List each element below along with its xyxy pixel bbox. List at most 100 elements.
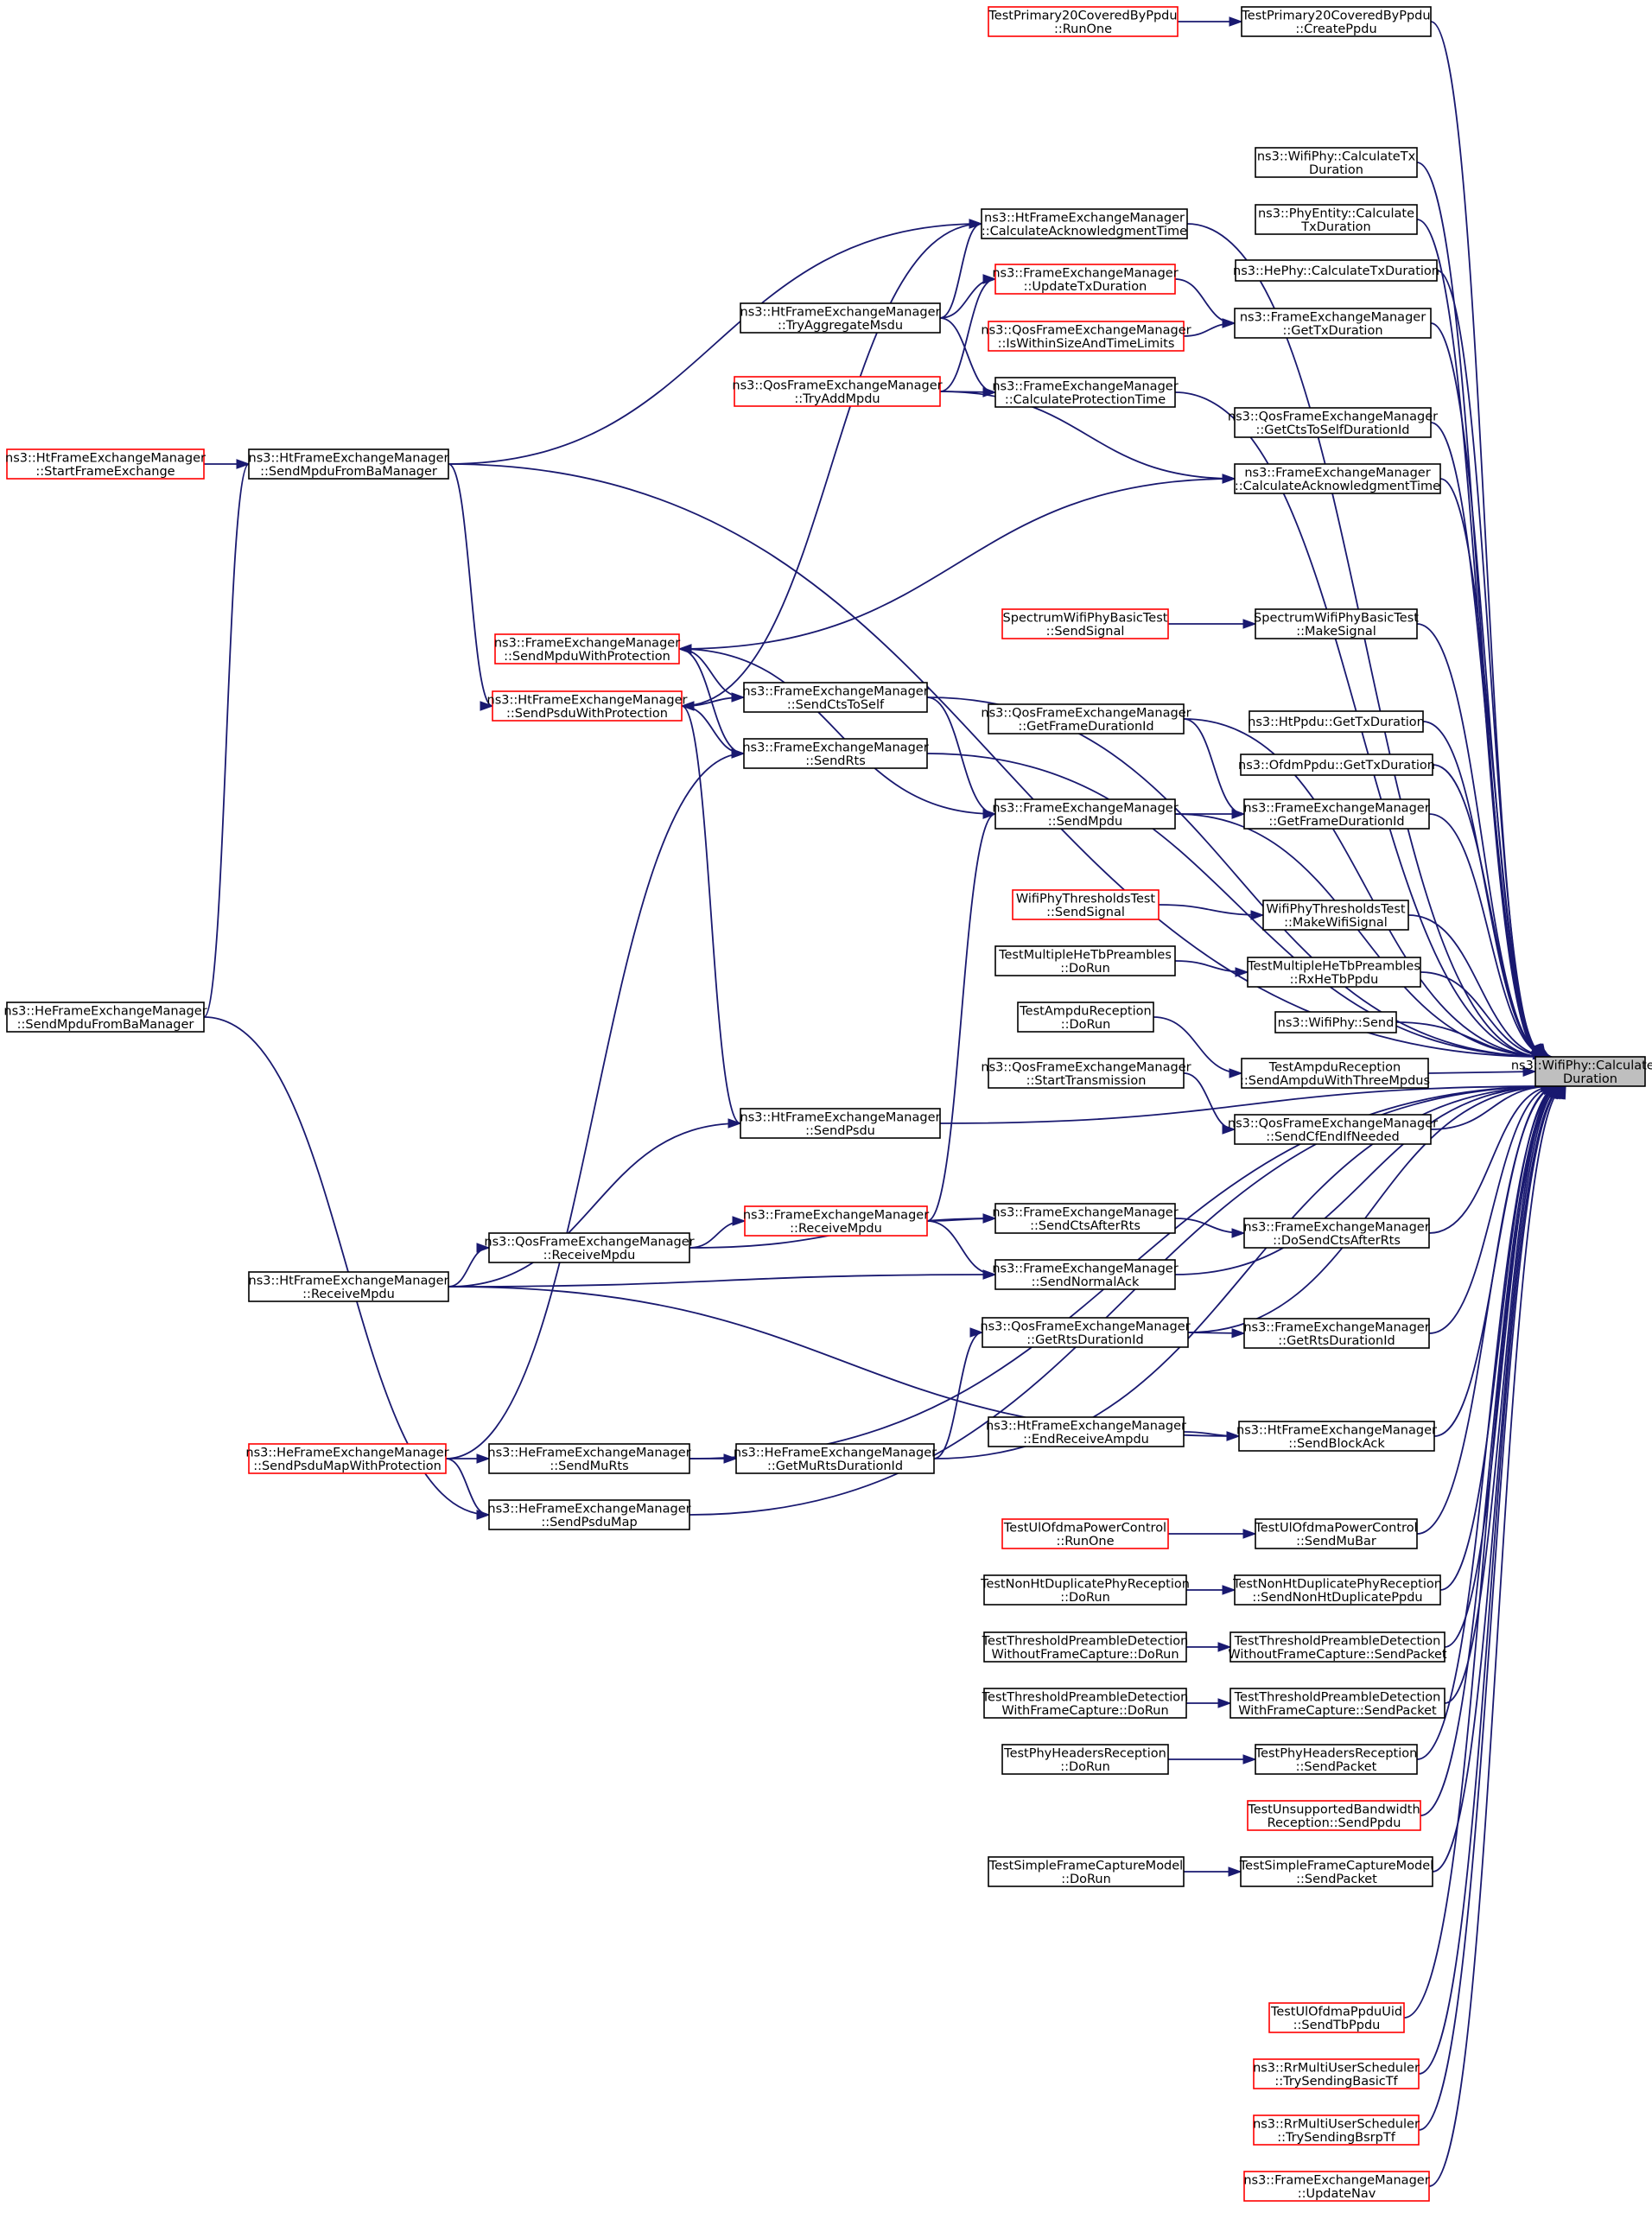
node-label: ns3::HeFrameExchangeManager (3, 1004, 206, 1018)
node-ht-recvmpdu[interactable]: ns3::HtFrameExchangeManager::ReceiveMpdu (248, 1271, 449, 1302)
node-box (1243, 1318, 1430, 1349)
node-rr-bsrp[interactable]: ns3::RrMultiUserScheduler::TrySendingBsr… (1253, 2114, 1420, 2146)
node-tp20-create[interactable]: TestPrimary20CoveredByPpdu::CreatePpdu (1241, 6, 1432, 37)
node-label: WifiPhyThresholdsTest (1266, 902, 1406, 916)
node-rr-basic[interactable]: ns3::RrMultiUserScheduler::TrySendingBas… (1253, 2058, 1420, 2089)
node-label: ::SendMuRts (550, 1459, 628, 1473)
node-fem-sendcts[interactable]: ns3::FrameExchangeManager::SendCtsToSelf (742, 682, 929, 713)
node-ulppdu-send[interactable]: TestUlOfdmaPpduUid::SendTbPpdu (1268, 2002, 1405, 2033)
node-tpdwo-send[interactable]: TestThresholdPreambleDetectionWithoutFra… (1228, 1631, 1447, 1663)
call-edge (926, 753, 1549, 1058)
node-fem-calcprot[interactable]: ns3::FrameExchangeManager::CalculateProt… (992, 377, 1179, 408)
call-edge (1428, 1085, 1556, 1334)
node-ht-startfe[interactable]: ns3::HtFrameExchangeManager::StartFrameE… (5, 448, 206, 480)
node-ampdu-send3[interactable]: TestAmpduReception::SendAmpduWithThreeMp… (1240, 1058, 1430, 1089)
node-root[interactable]: ns3::WifiPhy::CalculateTxDuration (1511, 1056, 1652, 1087)
node-ht-tryagg[interactable]: ns3::HtFrameExchangeManager::TryAggregat… (740, 302, 941, 334)
node-fem-recvmpdu[interactable]: ns3::FrameExchangeManager::ReceiveMpdu (743, 1205, 929, 1237)
node-ht-calcack[interactable]: ns3::HtFrameExchangeManager::CalculateAc… (981, 208, 1188, 239)
node-ofdm-gettx[interactable]: ns3::OfdmPpdu::GetTxDuration (1238, 754, 1435, 776)
node-ulofdma-runone[interactable]: TestUlOfdmaPowerControl::RunOne (1001, 1518, 1169, 1549)
node-qos-getframe[interactable]: ns3::QosFrameExchangeManager::GetFrameDu… (981, 703, 1191, 734)
arrowhead (969, 1327, 984, 1338)
node-htppdu-gettx[interactable]: ns3::HtPpdu::GetTxDuration (1248, 710, 1425, 733)
node-label: TestMultipleHeTbPreambles (1247, 959, 1420, 973)
node-qos-starttx[interactable]: ns3::QosFrameExchangeManager::StartTrans… (981, 1058, 1191, 1089)
node-label: ns3::RrMultiUserScheduler (1253, 2061, 1420, 2075)
node-box (1255, 147, 1418, 178)
arrowhead (1217, 1642, 1232, 1652)
node-qos-getrts[interactable]: ns3::QosFrameExchangeManager::GetRtsDura… (980, 1317, 1191, 1348)
node-he-getmurts[interactable]: ns3::HeFrameExchangeManager::GetMuRtsDur… (734, 1443, 937, 1474)
node-fem-gettx[interactable]: ns3::FrameExchangeManager::GetTxDuration (1234, 308, 1432, 339)
node-label: ::RunOne (1054, 22, 1112, 36)
node-label: ns3::FrameExchangeManager (1243, 2173, 1429, 2187)
node-fem-calcack[interactable]: ns3::FrameExchangeManager::CalculateAckn… (1234, 463, 1441, 494)
node-wifiphy-send[interactable]: ns3::WifiPhy::Send (1274, 1011, 1397, 1033)
node-sfcm-send[interactable]: TestSimpleFrameCaptureModel::SendPacket (1239, 1856, 1433, 1887)
node-he-sendpsdumapprot[interactable]: ns3::HeFrameExchangeManager::SendPsduMap… (245, 1443, 449, 1474)
node-fem-sendctsafter[interactable]: ns3::FrameExchangeManager::SendCtsAfterR… (992, 1203, 1179, 1234)
node-label: ::SendNonHtDuplicatePpdu (1252, 1591, 1422, 1605)
node-label: ::SendMpduFromBaManager (17, 1018, 194, 1032)
node-qos-iswithin[interactable]: ns3::QosFrameExchangeManager::IsWithinSi… (981, 321, 1191, 352)
node-unsup-send[interactable]: TestUnsupportedBandwidthReception::SendP… (1247, 1800, 1421, 1831)
node-wpt-sendsig[interactable]: WifiPhyThresholdsTest::SendSignal (1012, 889, 1160, 920)
node-ht-sendpsduprot[interactable]: ns3::HtFrameExchangeManager::SendPsduWit… (487, 690, 688, 722)
node-fem-sendrts[interactable]: ns3::FrameExchangeManager::SendRts (742, 738, 929, 769)
node-fem-sendmpduprot[interactable]: ns3::FrameExchangeManager::SendMpduWithP… (494, 633, 680, 665)
node-box (988, 321, 1185, 352)
node-fem-updatetx[interactable]: ns3::FrameExchangeManager::UpdateTxDurat… (992, 264, 1179, 295)
node-ampdu-dorun[interactable]: TestAmpduReception::DoRun (1017, 1002, 1154, 1033)
node-tmhe-dorun[interactable]: TestMultipleHeTbPreambles::DoRun (994, 945, 1176, 976)
node-spec-makesig[interactable]: SpectrumWifiPhyBasicTest::MakeSignal (1254, 608, 1419, 639)
node-qos-getcts[interactable]: ns3::QosFrameExchangeManager::GetCtsToSe… (1228, 407, 1438, 438)
node-label: ns3::HeFrameExchangeManager (487, 1502, 690, 1516)
node-he-sendpsdumap[interactable]: ns3::HeFrameExchangeManager::SendPsduMap (487, 1499, 691, 1530)
node-fem-sendmpdu[interactable]: ns3::FrameExchangeManager::SendMpdu (992, 798, 1179, 830)
node-label: ::MakeWifiSignal (1284, 916, 1388, 930)
node-ht-sendmpduba[interactable]: ns3::HtFrameExchangeManager::SendMpduFro… (248, 448, 449, 480)
node-qos-tryadd[interactable]: ns3::QosFrameExchangeManager::TryAddMpdu (732, 376, 943, 407)
node-tpdw-dorun[interactable]: TestThresholdPreambleDetectionWithFrameC… (982, 1688, 1189, 1719)
node-qos-recvmpdu[interactable]: ns3::QosFrameExchangeManager::ReceiveMpd… (484, 1232, 695, 1263)
node-fem-getframe[interactable]: ns3::FrameExchangeManager::GetFrameDurat… (1243, 798, 1430, 830)
node-sfcm-dorun[interactable]: TestSimpleFrameCaptureModel::DoRun (988, 1856, 1185, 1887)
node-box (1253, 2058, 1420, 2089)
node-fem-updatenav[interactable]: ns3::FrameExchangeManager::UpdateNav (1243, 2171, 1430, 2202)
node-tpdw-send[interactable]: TestThresholdPreambleDetectionWithFrameC… (1229, 1688, 1446, 1719)
node-qos-sendcfend[interactable]: ns3::QosFrameExchangeManager::SendCfEndI… (1228, 1114, 1438, 1145)
node-spec-sendsig[interactable]: SpectrumWifiPhyBasicTest::SendSignal (1001, 608, 1169, 639)
node-he-sendmpduba[interactable]: ns3::HeFrameExchangeManager::SendMpduFro… (3, 1002, 207, 1033)
node-box (1234, 463, 1441, 494)
node-ht-sendpsdu[interactable]: ns3::HtFrameExchangeManager::SendPsdu (740, 1108, 941, 1139)
node-ulofdma-sendmubar[interactable]: TestUlOfdmaPowerControl::SendMuBar (1254, 1518, 1418, 1549)
node-ht-sendblockack[interactable]: ns3::HtFrameExchangeManager::SendBlockAc… (1236, 1421, 1437, 1452)
node-fem-dosendcts[interactable]: ns3::FrameExchangeManager::DoSendCtsAfte… (1243, 1218, 1430, 1249)
node-label: ::UpdateNav (1298, 2187, 1376, 2201)
node-nonht-dorun[interactable]: TestNonHtDuplicatePhyReception::DoRun (980, 1574, 1190, 1606)
node-label: ns3::WifiPhy::CalculateTx (1257, 149, 1416, 163)
node-phyentity-calc[interactable]: ns3::PhyEntity::CalculateTxDuration (1255, 204, 1418, 235)
node-fem-sendnormalack[interactable]: ns3::FrameExchangeManager::SendNormalAck (992, 1259, 1179, 1290)
call-edge (681, 223, 982, 707)
node-tpdwo-dorun[interactable]: TestThresholdPreambleDetectionWithoutFra… (982, 1631, 1189, 1663)
node-label: TestThresholdPreambleDetection (982, 1634, 1189, 1648)
node-tp20-runone[interactable]: TestPrimary20CoveredByPpdu::RunOne (988, 6, 1179, 37)
node-ht-endrecv[interactable]: ns3::HtFrameExchangeManager::EndReceiveA… (986, 1416, 1186, 1447)
call-edge (1428, 1085, 1555, 1234)
node-wifiphy-calc[interactable]: ns3::WifiPhy::CalculateTxDuration (1255, 147, 1418, 178)
node-he-sendmurts[interactable]: ns3::HeFrameExchangeManager::SendMuRts (487, 1443, 691, 1474)
node-box (743, 738, 928, 769)
node-phyhdr-dorun[interactable]: TestPhyHeadersReception::DoRun (1001, 1744, 1169, 1775)
node-fem-getrts[interactable]: ns3::FrameExchangeManager::GetRtsDuratio… (1243, 1318, 1430, 1349)
node-box (988, 1856, 1185, 1887)
arrowhead (1235, 967, 1249, 977)
node-hephy-calc[interactable]: ns3::HePhy::CalculateTxDuration (1233, 259, 1439, 282)
call-edge (1430, 422, 1546, 1058)
node-phyhdr-send[interactable]: TestPhyHeadersReception::SendPacket (1255, 1744, 1418, 1775)
node-wpt-makesig[interactable]: WifiPhyThresholdsTest::MakeWifiSignal (1262, 900, 1409, 931)
node-label: ::SendAmpduWithThreeMpdus (1240, 1074, 1430, 1088)
node-nonht-send[interactable]: TestNonHtDuplicatePhyReception::SendNonH… (1232, 1574, 1442, 1606)
node-tmhe-rx[interactable]: TestMultipleHeTbPreambles::RxHeTbPpdu (1247, 957, 1421, 988)
